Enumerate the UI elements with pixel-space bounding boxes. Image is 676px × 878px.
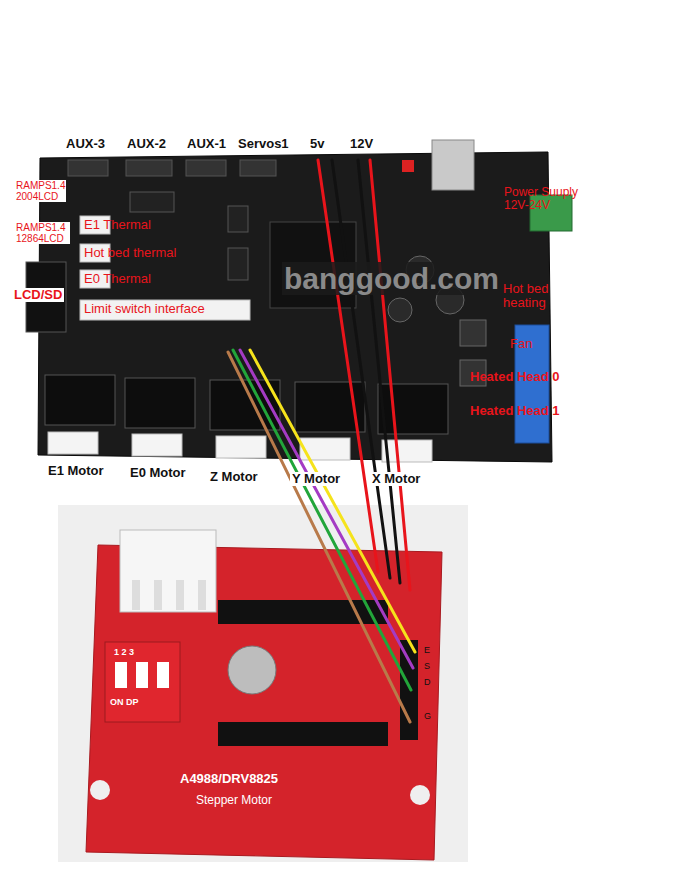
lcd-label: RAMPS1.4 2004LCD xyxy=(14,180,66,202)
aux-label: AUX-3 xyxy=(66,137,105,151)
lcd-label: LCD/SD xyxy=(12,288,64,302)
motor-label: Z Motor xyxy=(210,470,258,484)
motor-label: E0 Motor xyxy=(130,466,186,480)
top-headers xyxy=(68,160,276,280)
power-label: Power Suuply 12V-24V xyxy=(504,186,604,212)
thermal-label: Hot bed thermal xyxy=(84,246,177,260)
switch-label: ON DP xyxy=(110,698,139,708)
heater-label: Heated Head 0 xyxy=(470,370,560,384)
mount-hole xyxy=(410,785,430,805)
motor-socket xyxy=(120,530,216,612)
board-title: A4988/DRV8825 xyxy=(180,772,278,786)
pin-header xyxy=(400,640,418,740)
driver-board xyxy=(86,545,442,860)
usb-port xyxy=(432,140,474,190)
header-row xyxy=(218,600,388,624)
mount-hole xyxy=(90,780,110,800)
driver-sockets xyxy=(45,375,448,434)
switch-number: 1 2 3 xyxy=(114,648,134,658)
servo-label: Servos1 xyxy=(238,137,289,151)
wires xyxy=(228,160,415,722)
pin-name: D xyxy=(424,678,431,688)
thermal-label: E0 Thermal xyxy=(84,272,151,286)
header-row xyxy=(218,722,388,746)
watermark: banggood.com xyxy=(282,262,501,295)
motor-label: E1 Motor xyxy=(48,464,104,478)
pin-name: G xyxy=(424,712,431,722)
motor-label: Y Motor xyxy=(290,472,342,486)
fan-label: Fan xyxy=(510,337,532,351)
aux-label: AUX-1 xyxy=(187,137,226,151)
heater-label: Hot bed heating xyxy=(503,282,583,311)
white-connectors xyxy=(80,216,250,320)
lcd-label: RAMPS1.4 12864LCD xyxy=(14,222,70,244)
pin-name: E xyxy=(424,646,430,656)
voltage-label: 12V xyxy=(350,137,373,151)
socket-pins xyxy=(132,580,206,610)
dip-toggles xyxy=(115,662,169,688)
thermal-label: E1 Thermal xyxy=(84,218,151,232)
dip-switch xyxy=(105,642,180,722)
voltage-label: 5v xyxy=(310,137,324,151)
pin-name: S xyxy=(424,662,430,672)
board-subtitle: Stepper Motor xyxy=(196,794,272,807)
aux-label: AUX-2 xyxy=(127,137,166,151)
heater-label: Heated Head 1 xyxy=(470,404,560,418)
motor-label: X Motor xyxy=(370,472,422,486)
limit-label: Limit switch interface xyxy=(84,302,205,316)
reset-button xyxy=(402,160,414,172)
capacitor xyxy=(228,646,276,694)
